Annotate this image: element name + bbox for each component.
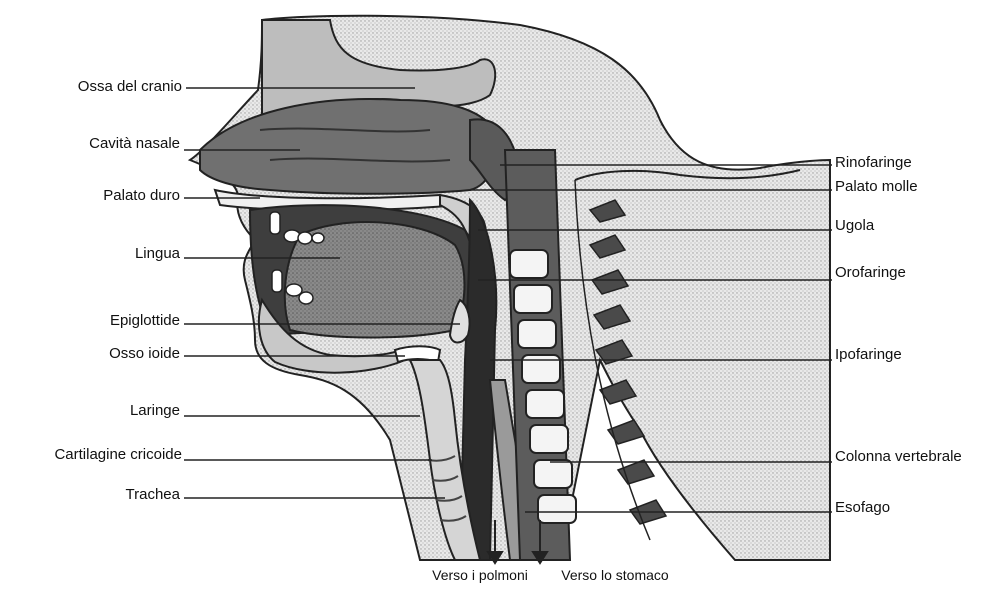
label-verso-polmoni: Verso i polmoni bbox=[418, 566, 542, 584]
label-rinofaringe: Rinofaringe bbox=[835, 154, 912, 172]
label-palato-molle: Palato molle bbox=[835, 178, 918, 196]
label-ipofaringe: Ipofaringe bbox=[835, 346, 902, 364]
label-colonna-vertebrale: Colonna vertebrale bbox=[835, 448, 962, 466]
label-laringe: Laringe bbox=[0, 402, 180, 420]
label-cartilagine-cricoide: Cartilagine cricoide bbox=[0, 446, 182, 464]
label-trachea: Trachea bbox=[0, 486, 180, 504]
label-epiglottide: Epiglottide bbox=[0, 312, 180, 330]
label-verso-stomaco: Verso lo stomaco bbox=[550, 566, 680, 584]
label-palato-duro: Palato duro bbox=[0, 187, 180, 205]
label-lingua: Lingua bbox=[0, 245, 180, 263]
label-ossa-del-cranio: Ossa del cranio bbox=[0, 78, 182, 96]
label-cavita-nasale: Cavità nasale bbox=[0, 135, 180, 153]
label-orofaringe: Orofaringe bbox=[835, 264, 906, 282]
label-ugola: Ugola bbox=[835, 217, 874, 235]
label-esofago: Esofago bbox=[835, 499, 890, 517]
label-osso-ioide: Osso ioide bbox=[0, 345, 180, 363]
